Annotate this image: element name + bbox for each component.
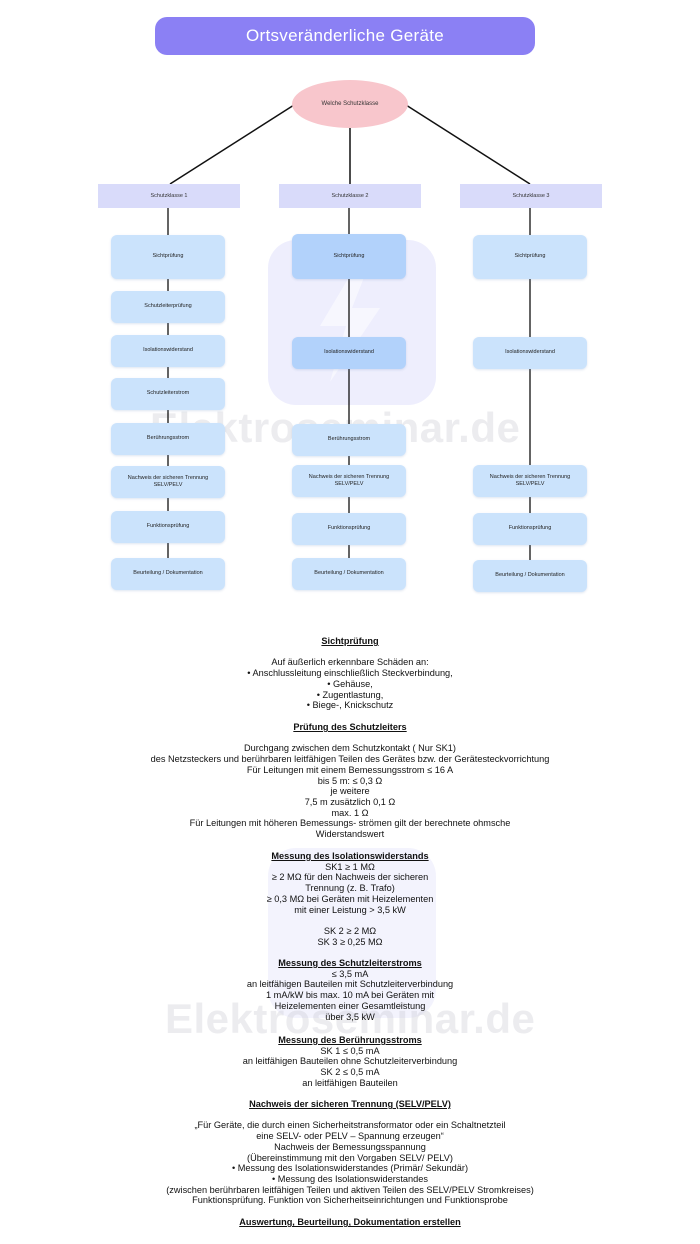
- section-line: ≤ 3,5 mA: [331, 968, 369, 979]
- section-title: Prüfung des Schutzleiters: [293, 722, 407, 732]
- section-line: SK 2 ≥ 2 MΩ: [323, 925, 377, 936]
- section-body: „Für Geräte, die durch einen Sicherheits…: [100, 1110, 600, 1206]
- sk3-step-2: Isolationswiderstand: [473, 337, 587, 369]
- watermark-text: Elektroseminar.de: [165, 995, 536, 1042]
- sk1-step-2: Schutzleiterprüfung: [111, 291, 225, 323]
- section-line: Funktionsprüfung. Funktion von Sicherhei…: [192, 1195, 508, 1206]
- section-line: Auf äußerlich erkennbare Schäden an:: [271, 657, 429, 668]
- sk2-step-5: Funktionsprüfung: [292, 513, 406, 545]
- schutzklasse-3-box: Schutzklasse 3: [460, 184, 602, 208]
- section-line: „Für Geräte, die durch einen Sicherheits…: [194, 1120, 506, 1131]
- sk1-step-4: Schutzleiterstrom: [111, 378, 225, 410]
- section-body: Durchgang zwischen dem Schutzkontakt ( N…: [100, 733, 600, 840]
- section-line: des Netzsteckers und berührbaren leitfäh…: [150, 754, 550, 765]
- section-line: • Anschlussleitung einschließlich Steckv…: [247, 668, 453, 679]
- section-line: an leitfähigen Bauteilen ohne Schutzleit…: [242, 1056, 458, 1067]
- section-line: Heizelementen einer Gesamtleistung: [274, 1000, 426, 1011]
- section-7: Auswertung, Beurteilung, Dokumentation e…: [100, 1217, 600, 1228]
- section-line: max. 1 Ω: [331, 807, 369, 818]
- section-line: (Übereinstimmung mit den Vorgaben SELV/ …: [247, 1152, 453, 1163]
- section-line: Für Leitungen mit einem Bemessungsstrom …: [246, 764, 454, 775]
- connector-lines: [167, 104, 531, 560]
- section-line: Durchgang zwischen dem Schutzkontakt ( N…: [244, 743, 456, 754]
- section-title: Sichtprüfung: [321, 636, 379, 646]
- section-line: an leitfähigen Bauteilen mit Schutzleite…: [246, 979, 454, 990]
- section-line: Für Leitungen mit höheren Bemessungs- st…: [189, 818, 511, 829]
- section-body: SK1 ≥ 1 MΩ≥ 2 MΩ für den Nachweis der si…: [100, 862, 600, 948]
- sk2-step-2: Isolationswiderstand: [292, 337, 406, 369]
- section-line: bis 5 m: ≤ 0,3 Ω: [317, 775, 383, 786]
- section-line: [100, 1110, 600, 1121]
- section-line: [100, 915, 600, 926]
- section-line: 7,5 m zusätzlich 0,1 Ω: [304, 796, 396, 807]
- section-line: 1 mA/kW bis max. 10 mA bei Geräten mit: [266, 990, 434, 1001]
- sk2-step-6: Beurteilung / Dokumentation: [292, 558, 406, 590]
- section-6: Nachweis der sicheren Trennung (SELV/PEL…: [100, 1099, 600, 1206]
- page-title: Ortsveränderliche Geräte: [155, 17, 535, 55]
- section-line: • Zugentlastung,: [316, 689, 384, 700]
- section-line: SK 2 ≤ 0,5 mA: [320, 1067, 380, 1078]
- section-title: Messung des Berührungsstroms: [278, 1035, 422, 1045]
- section-title: Nachweis der sicheren Trennung (SELV/PEL…: [249, 1099, 451, 1109]
- schutzklasse-2-box: Schutzklasse 2: [279, 184, 421, 208]
- section-line: (zwischen berührbaren leitfähigen Teilen…: [166, 1184, 534, 1195]
- section-line: [100, 733, 600, 744]
- section-line: • Gehäuse,: [327, 678, 373, 689]
- section-line: Nachweis der Bemessungsspannung: [274, 1141, 426, 1152]
- lightning-bolt-icon: [320, 262, 380, 382]
- root-node: Welche Schutzklasse: [292, 80, 408, 128]
- sk3-step-4: Funktionsprüfung: [473, 513, 587, 545]
- section-line: SK 1 ≤ 0,5 mA: [320, 1045, 380, 1056]
- sk3-step-5: Beurteilung / Dokumentation: [473, 560, 587, 592]
- section-line: je weitere: [330, 786, 370, 797]
- sk1-step-8: Beurteilung / Dokumentation: [111, 558, 225, 590]
- section-line: • Messung des Isolationswiderstandes: [272, 1173, 428, 1184]
- section-line: eine SELV- oder PELV – Spannung erzeugen…: [256, 1131, 444, 1142]
- section-line: mit einer Leistung > 3,5 kW: [294, 904, 406, 915]
- section-title: Auswertung, Beurteilung, Dokumentation e…: [239, 1217, 461, 1227]
- sk2-step-3: Berührungsstrom: [292, 424, 406, 456]
- section-body: Auf äußerlich erkennbare Schäden an:• An…: [100, 657, 600, 711]
- section-title: Messung des Isolationswiderstands: [271, 851, 429, 861]
- section-line: SK1 ≥ 1 MΩ: [325, 861, 375, 872]
- section-line: • Messung des Isolationswiderstandes (Pr…: [231, 1163, 469, 1174]
- section-line: • Biege-, Knickschutz: [306, 700, 394, 711]
- watermark-logo-box: [268, 848, 436, 1018]
- section-line: Widerstandswert: [315, 829, 385, 840]
- sk1-step-3: Isolationswiderstand: [111, 335, 225, 367]
- sk1-step-5: Berührungsstrom: [111, 423, 225, 455]
- schutzklasse-1-box: Schutzklasse 1: [98, 184, 240, 208]
- section-line: an leitfähigen Bauteilen: [302, 1077, 398, 1088]
- section-line: SK 3 ≥ 0,25 MΩ: [317, 936, 383, 947]
- section-line: ≥ 0,3 MΩ bei Geräten mit Heizelementen: [266, 893, 434, 904]
- sk1-step-7: Funktionsprüfung: [111, 511, 225, 543]
- sk3-step-1: Sichtprüfung: [473, 235, 587, 279]
- section-title: Messung des Schutzleiterstroms: [278, 958, 422, 968]
- section-line: ≥ 2 MΩ für den Nachweis der sicheren: [271, 872, 429, 883]
- sk1-step-1: Sichtprüfung: [111, 235, 225, 279]
- section-line: über 3,5 kW: [325, 1011, 375, 1022]
- sk2-step-1: Sichtprüfung: [292, 234, 406, 279]
- section-line: Trennung (z. B. Trafo): [305, 883, 395, 894]
